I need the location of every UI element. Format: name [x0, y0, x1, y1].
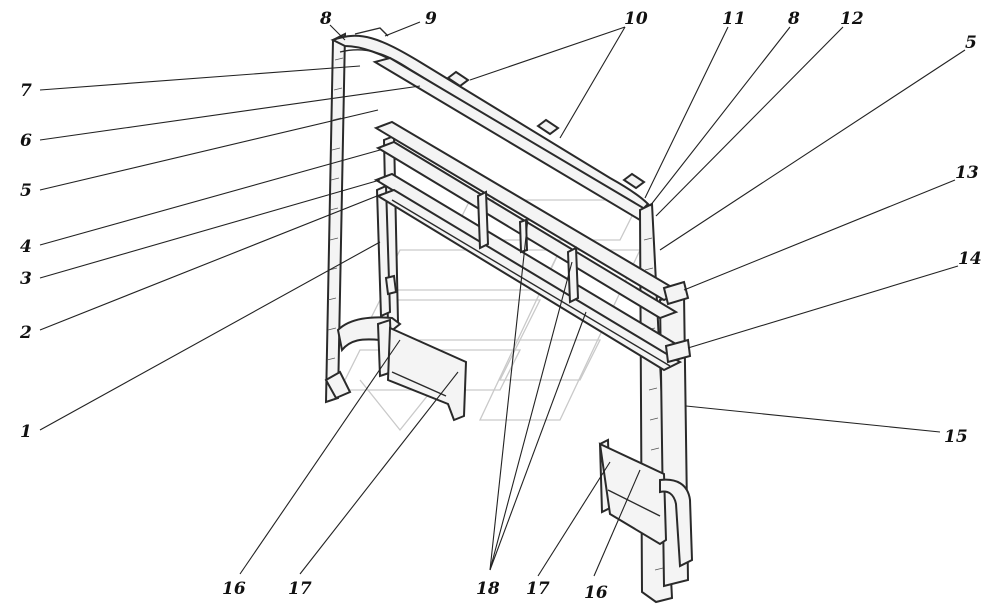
callout-3: 3: [20, 269, 32, 289]
callout-10: 10: [624, 9, 648, 29]
watermark: [338, 199, 642, 432]
callout-17-right: 17: [526, 579, 550, 599]
callout-16-right: 16: [584, 583, 608, 603]
callout-8-right: 8: [787, 9, 800, 29]
callout-2: 2: [19, 323, 32, 343]
callout-5-left: 5: [20, 181, 32, 201]
callout-8-left: 8: [319, 9, 332, 29]
callout-17-left: 17: [288, 579, 312, 599]
leader-lines: [39, 21, 966, 577]
callout-14: 14: [958, 249, 982, 269]
callout-13: 13: [955, 163, 979, 183]
callout-12: 12: [840, 9, 864, 29]
callout-11: 11: [722, 9, 746, 29]
callout-16-left: 16: [222, 579, 246, 599]
frame-structure: [324, 27, 694, 604]
callout-9: 9: [425, 9, 437, 29]
callout-5-right: 5: [965, 33, 977, 53]
callout-7: 7: [20, 81, 32, 101]
callout-1: 1: [20, 422, 32, 442]
callout-18: 18: [476, 579, 500, 599]
callout-labels: 8 9 10 11 8 12 5 13 14 15 7 6 5 4 3 2 1 …: [19, 9, 982, 603]
callout-15: 15: [944, 427, 968, 447]
callout-6: 6: [20, 131, 32, 151]
callout-4: 4: [20, 237, 32, 257]
